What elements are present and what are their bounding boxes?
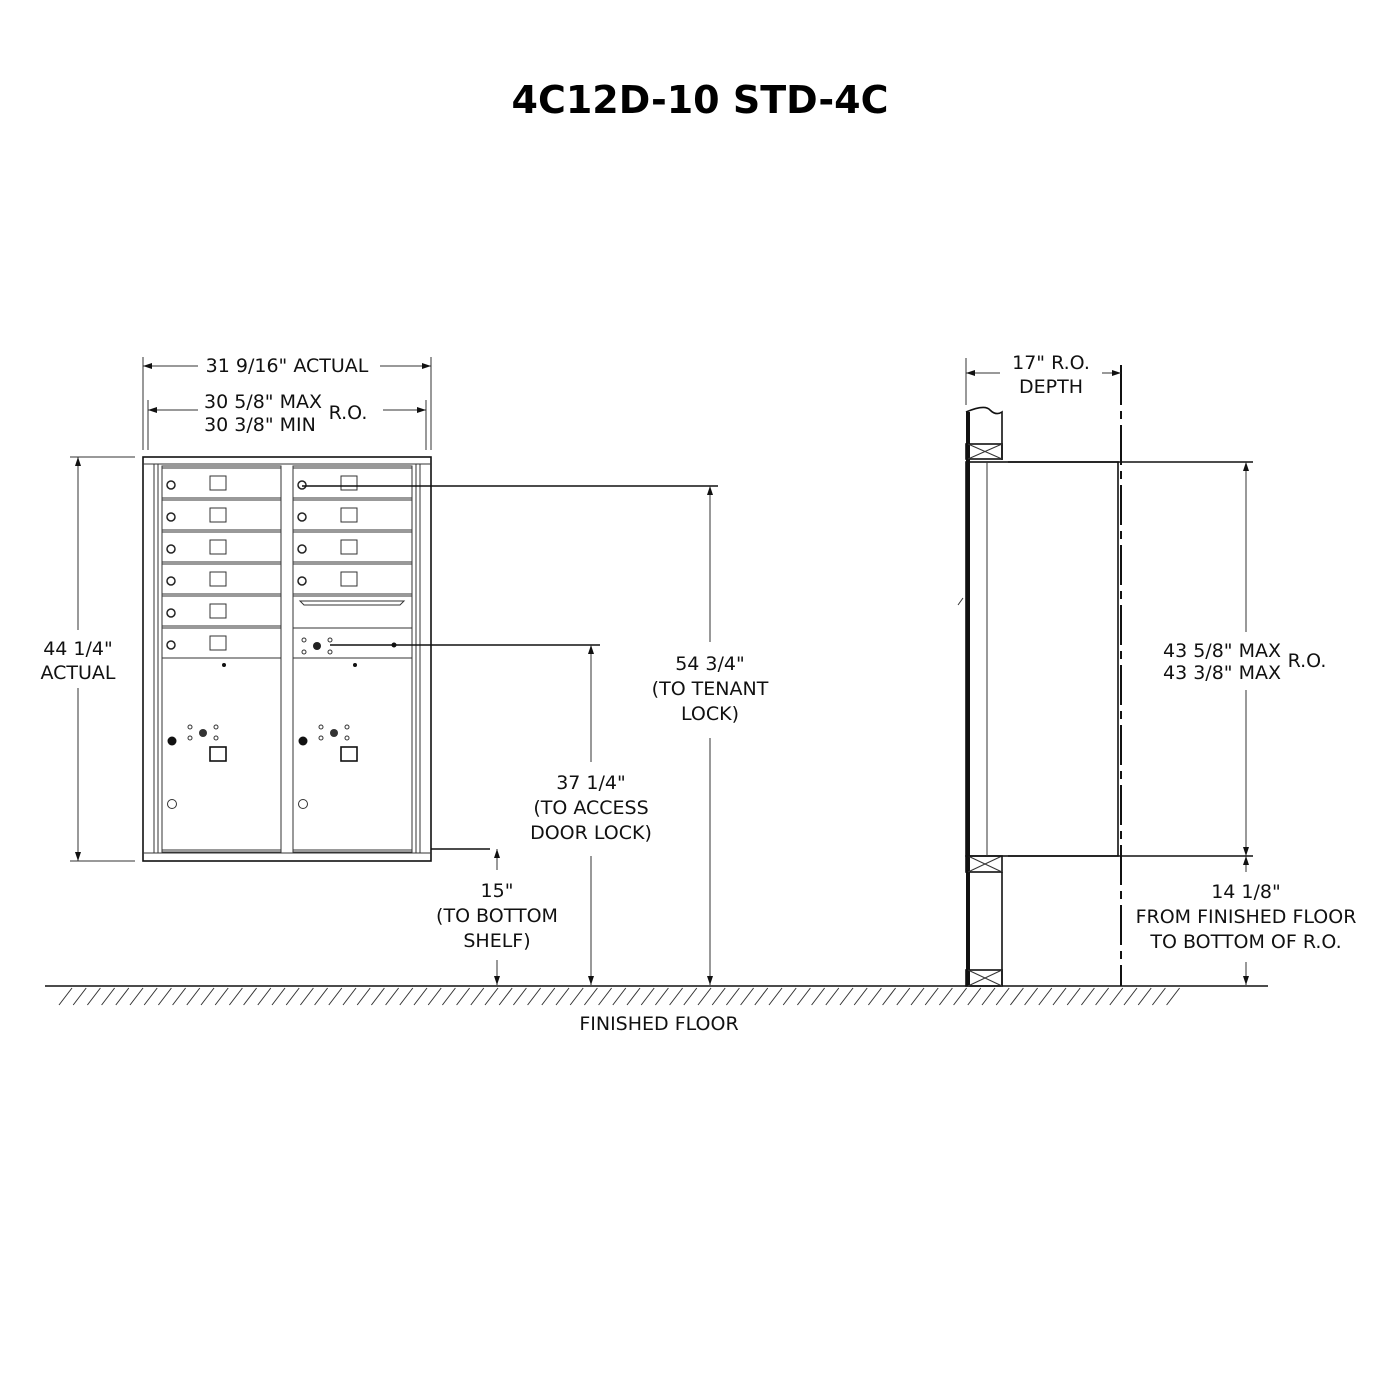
lock-icon: [166, 640, 176, 650]
access-lock-dimension: 37 1/4" (TO ACCESS DOOR LOCK): [330, 642, 652, 985]
tenant-lock-label-2: LOCK): [681, 703, 739, 725]
id-label-holder: [209, 507, 227, 523]
tenant-lock-label: (TO TENANT: [652, 678, 769, 700]
bottom-shelf-dimension: 15" (TO BOTTOM SHELF): [431, 848, 558, 985]
tenant-lock-value: 54 3/4": [675, 653, 745, 675]
ro-height-max-2: 43 3/8" MAX: [1163, 662, 1281, 684]
depth-label: DEPTH: [1019, 376, 1083, 398]
tenant-door[interactable]: [161, 531, 282, 563]
outgoing-slot-handle: [298, 600, 406, 606]
finished-floor-label: FINISHED FLOOR: [579, 1013, 738, 1035]
depth-value: 17" R.O.: [1012, 352, 1090, 374]
floor-dim-label: FROM FINISHED FLOOR: [1136, 906, 1357, 928]
floor-dim-label-2: TO BOTTOM OF R.O.: [1149, 931, 1341, 953]
tenant-door[interactable]: [292, 563, 413, 595]
tenant-door[interactable]: [292, 531, 413, 563]
height-dimension: 44 1/4" ACTUAL: [40, 456, 135, 862]
lock-icon: [166, 480, 176, 490]
width-dimension: 31 9/16" ACTUAL 30 5/8" MAX 30 3/8" MIN …: [142, 355, 432, 450]
lock-icon: [297, 544, 307, 554]
side-cabinet: [965, 461, 1119, 857]
width-actual-label: 31 9/16" ACTUAL: [206, 355, 369, 377]
ro-max-label: 30 5/8" MAX: [204, 391, 322, 413]
tenant-lock-dimension: 54 3/4" (TO TENANT LOCK): [302, 485, 769, 985]
bottom-shelf-value: 15": [481, 880, 514, 902]
height-label: ACTUAL: [40, 662, 115, 684]
lock-icon: [166, 544, 176, 554]
side-ro-label: R.O.: [1288, 650, 1327, 672]
id-label-holder: [209, 603, 227, 619]
lock-icon: [297, 576, 307, 586]
id-label-holder: [209, 635, 227, 651]
floor-dim-value: 14 1/8": [1211, 881, 1281, 903]
tenant-door[interactable]: [161, 467, 282, 499]
lock-icon: [166, 512, 176, 522]
lock-icon: [297, 512, 307, 522]
access-lock-label: (TO ACCESS: [533, 797, 648, 819]
ro-label: R.O.: [329, 402, 368, 424]
lock-icon: [297, 480, 307, 490]
parcel-locker-door[interactable]: [162, 724, 281, 851]
drawing-title: 4C12D-10 STD-4C: [512, 78, 889, 122]
id-label-holder: [209, 539, 227, 555]
lock-icon: [166, 576, 176, 586]
master-lock-panel: [301, 637, 333, 655]
access-lock-value: 37 1/4": [556, 772, 626, 794]
parcel-lockers: [162, 724, 412, 851]
tenant-door[interactable]: [292, 499, 413, 531]
front-view-cabinet: [142, 456, 432, 862]
lock-icon: [167, 736, 177, 746]
side-view: 17" R.O. DEPTH 43 5/8" MAX 43 3/8" MAX R…: [957, 352, 1357, 987]
id-label-holder: [340, 507, 358, 523]
bottom-shelf-label: (TO BOTTOM: [436, 905, 558, 927]
tenant-door[interactable]: [161, 595, 282, 627]
tenant-door[interactable]: [161, 499, 282, 531]
id-label-holder: [209, 475, 227, 491]
id-label-holder: [340, 475, 358, 491]
finished-floor: FINISHED FLOOR: [45, 985, 1268, 1035]
id-label-holder: [209, 571, 227, 587]
tenant-door[interactable]: [161, 627, 282, 659]
tenant-doors: [161, 467, 413, 659]
height-value: 44 1/4": [43, 638, 113, 660]
bottom-shelf-label-2: SHELF): [463, 930, 530, 952]
access-lock-label-2: DOOR LOCK): [530, 822, 652, 844]
tenant-door[interactable]: [161, 563, 282, 595]
id-label-holder: [340, 539, 358, 555]
parcel-locker-door[interactable]: [293, 724, 412, 851]
ro-min-label: 30 3/8" MIN: [204, 414, 316, 436]
lock-icon: [298, 736, 308, 746]
ro-height-max: 43 5/8" MAX: [1163, 640, 1281, 662]
lock-icon: [166, 608, 176, 618]
tenant-door[interactable]: [292, 467, 413, 499]
id-label-holder: [340, 571, 358, 587]
